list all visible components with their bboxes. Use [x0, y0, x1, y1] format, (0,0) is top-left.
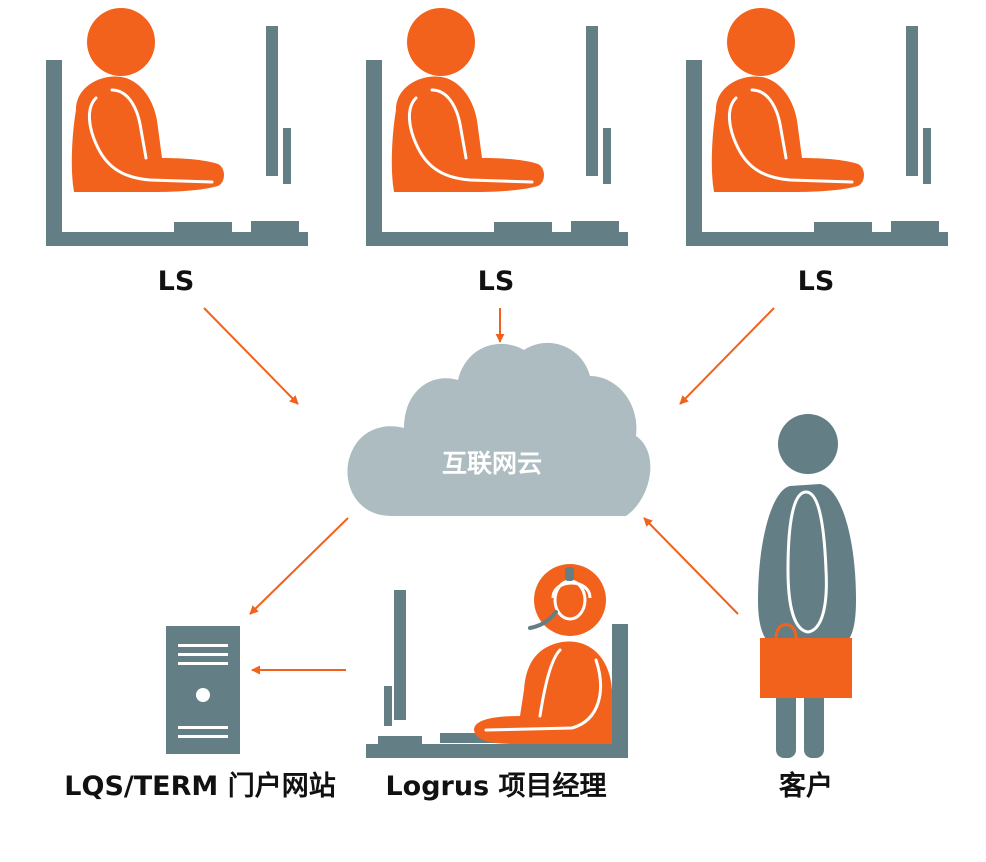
ls-left-label: LS	[157, 266, 195, 297]
portal-label: LQS/TERM 门户网站	[64, 771, 336, 802]
edges-layer	[203, 307, 775, 675]
arrow-ls-left-to-cloud	[203, 307, 299, 405]
pm-label: Logrus 项目经理	[385, 771, 607, 802]
businessman-icon	[758, 414, 856, 758]
server-tower-icon	[166, 626, 240, 754]
arrow-ls-right-to-cloud	[679, 307, 775, 405]
ls-right-label: LS	[797, 266, 835, 297]
arrow-client-to-cloud	[643, 517, 739, 615]
ls-center-label: LS	[477, 266, 515, 297]
ls-right-icon	[684, 6, 950, 248]
cloud-icon	[347, 342, 651, 516]
ls-left-icon	[44, 6, 310, 248]
ls-center-icon	[364, 6, 630, 248]
client-label: 客户	[779, 771, 833, 802]
cloud-label: 互联网云	[441, 449, 543, 478]
arrow-cloud-to-portal	[249, 517, 349, 615]
headset-operator-icon	[366, 564, 628, 758]
